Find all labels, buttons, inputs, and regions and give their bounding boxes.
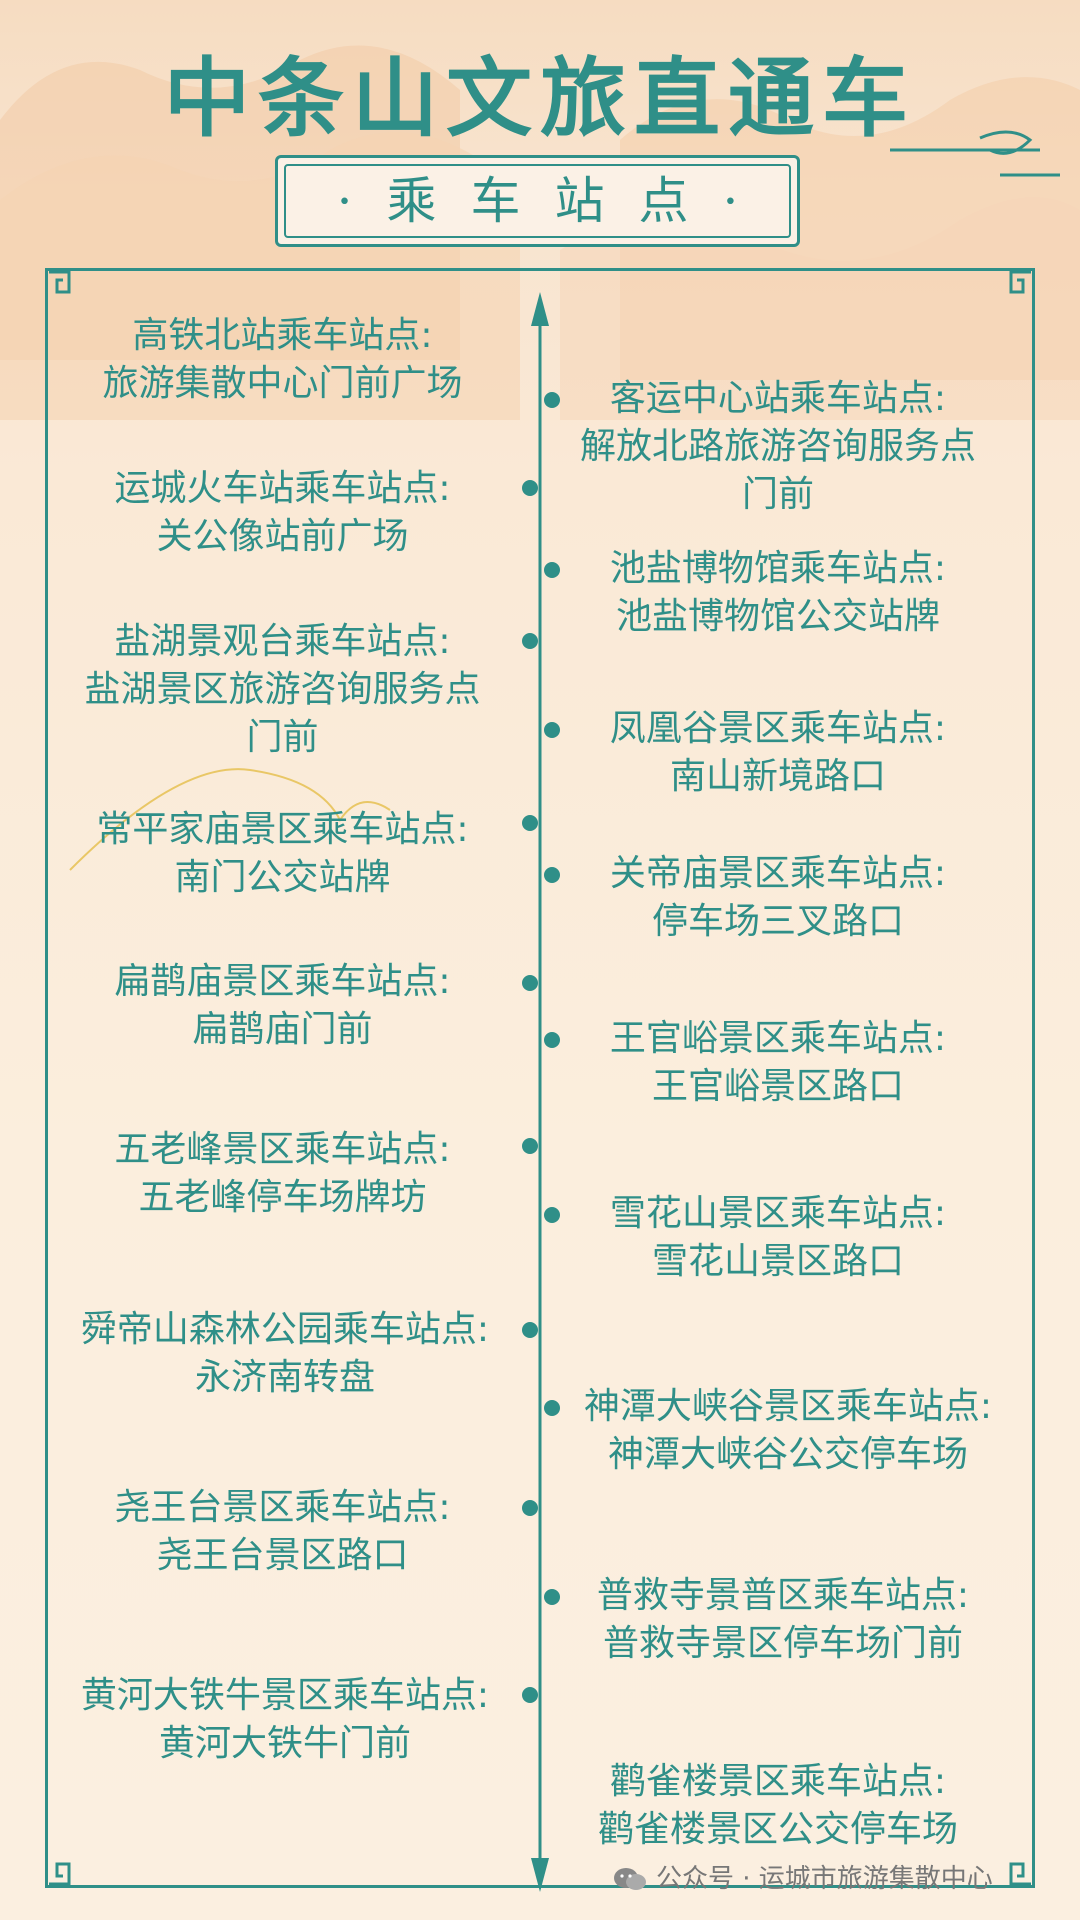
timeline-dot [544,1207,560,1223]
stop-name: 鹳雀楼景区乘车站点: [609,1761,947,1802]
stop-place: 解放北路旅游咨询服务点 [579,426,976,467]
stop-place: 关公像站前广场 [156,516,409,557]
timeline-dot [522,975,538,991]
page-title: 中条山文旅直通车 [164,48,916,149]
timeline-dot [544,1400,560,1416]
timeline-dot [544,722,560,738]
timeline-dot [544,392,560,408]
left-stop: 舜帝山森林公园乘车站点: 永济南转盘 [50,1306,520,1402]
corner-ornament-tl [49,270,71,294]
stop-place-cont: 门前 [741,474,814,515]
wechat-icon [614,1868,646,1890]
timeline-dot [544,867,560,883]
stop-name: 神潭大峡谷景区乘车站点: [583,1386,993,1427]
stop-name: 高铁北站乘车站点: [132,315,433,356]
timeline-dot [522,480,538,496]
stop-name: 扁鹊庙景区乘车站点: [114,961,451,1002]
stop-place: 普救寺景区停车场门前 [602,1623,963,1664]
stop-place: 盐湖景区旅游咨询服务点 [84,669,481,710]
stop-name: 尧王台景区乘车站点: [114,1487,451,1528]
stop-place: 王官峪景区路口 [651,1066,904,1107]
right-stop: 凤凰谷景区乘车站点: 南山新境路口 [548,705,1008,801]
right-stop: 池盐博物馆乘车站点: 池盐博物馆公交站牌 [548,545,1008,641]
right-stop: 普救寺景普区乘车站点: 普救寺景区停车场门前 [548,1572,1018,1668]
timeline-dot [544,1589,560,1605]
timeline-dot [522,633,538,649]
left-stop: 常平家庙景区乘车站点: 南门公交站牌 [55,806,510,902]
left-stop: 五老峰景区乘车站点: 五老峰停车场牌坊 [55,1126,510,1222]
stop-name: 王官峪景区乘车站点: [609,1018,947,1059]
subtitle-banner: ·乘车站点· [275,155,800,247]
watermark-text: 公众号 · 运城市旅游集散中心 [656,1864,993,1894]
stop-place: 永济南转盘 [194,1357,375,1398]
corner-ornament-br [1009,1862,1031,1886]
timeline-dot [522,1138,538,1154]
stop-name: 雪花山景区乘车站点: [609,1193,947,1234]
left-stop: 扁鹊庙景区乘车站点: 扁鹊庙门前 [55,958,510,1054]
stop-place: 雪花山景区路口 [651,1241,904,1282]
stop-place: 鹳雀楼景区公交停车场 [597,1809,958,1850]
left-stop: 高铁北站乘车站点: 旅游集散中心门前广场 [55,312,510,408]
stop-name: 运城火车站乘车站点: [114,468,451,509]
corner-ornament-bl [49,1862,71,1886]
left-stop: 运城火车站乘车站点: 关公像站前广场 [55,465,510,561]
right-stop: 神潭大峡谷景区乘车站点: 神潭大峡谷公交停车场 [548,1383,1028,1479]
stop-place-cont: 门前 [246,717,319,758]
stop-name: 客运中心站乘车站点: [609,378,947,419]
left-stop: 黄河大铁牛景区乘车站点: 黄河大铁牛门前 [50,1672,520,1768]
timeline-dot [522,1322,538,1338]
watermark: 公众号 · 运城市旅游集散中心 [612,1858,993,1895]
timeline-dot [544,562,560,578]
timeline-arrow-down-icon [531,1858,549,1892]
left-stop: 尧王台景区乘车站点: 尧王台景区路口 [55,1484,510,1580]
stop-place: 南门公交站牌 [174,857,391,898]
stop-place: 停车场三叉路口 [651,901,904,942]
stop-name: 五老峰景区乘车站点: [114,1129,451,1170]
stop-name: 凤凰谷景区乘车站点: [609,708,947,749]
stop-name: 池盐博物馆乘车站点: [609,548,947,589]
timeline-dot [544,1032,560,1048]
stop-name: 关帝庙景区乘车站点: [609,853,947,894]
stop-place: 扁鹊庙门前 [192,1009,373,1050]
timeline-dot [522,815,538,831]
timeline-dot [522,1687,538,1703]
stop-name: 盐湖景观台乘车站点: [114,621,451,662]
right-stop: 鹳雀楼景区乘车站点: 鹳雀楼景区公交停车场 [548,1758,1008,1854]
stop-name: 常平家庙景区乘车站点: [96,809,469,850]
right-stop: 客运中心站乘车站点: 解放北路旅游咨询服务点 门前 [548,375,1008,519]
stop-place: 南山新境路口 [669,756,886,797]
stop-name: 普救寺景普区乘车站点: [596,1575,970,1616]
stop-name: 黄河大铁牛景区乘车站点: [80,1675,490,1716]
stop-place: 池盐博物馆公交站牌 [615,596,940,637]
right-stop: 王官峪景区乘车站点: 王官峪景区路口 [548,1015,1008,1111]
stop-place: 神潭大峡谷公交停车场 [607,1434,968,1475]
stop-place: 黄河大铁牛门前 [158,1723,411,1764]
stop-place: 五老峰停车场牌坊 [138,1177,427,1218]
stop-place: 尧王台景区路口 [156,1535,409,1576]
timeline-dot [522,1500,538,1516]
corner-ornament-tr [1009,270,1031,294]
stop-place: 旅游集散中心门前广场 [102,363,463,404]
right-stop: 雪花山景区乘车站点: 雪花山景区路口 [548,1190,1008,1286]
stop-name: 舜帝山森林公园乘车站点: [80,1309,490,1350]
right-stop: 关帝庙景区乘车站点: 停车场三叉路口 [548,850,1008,946]
left-stop: 盐湖景观台乘车站点: 盐湖景区旅游咨询服务点 门前 [55,618,510,762]
timeline-arrow-up-icon [531,292,549,326]
